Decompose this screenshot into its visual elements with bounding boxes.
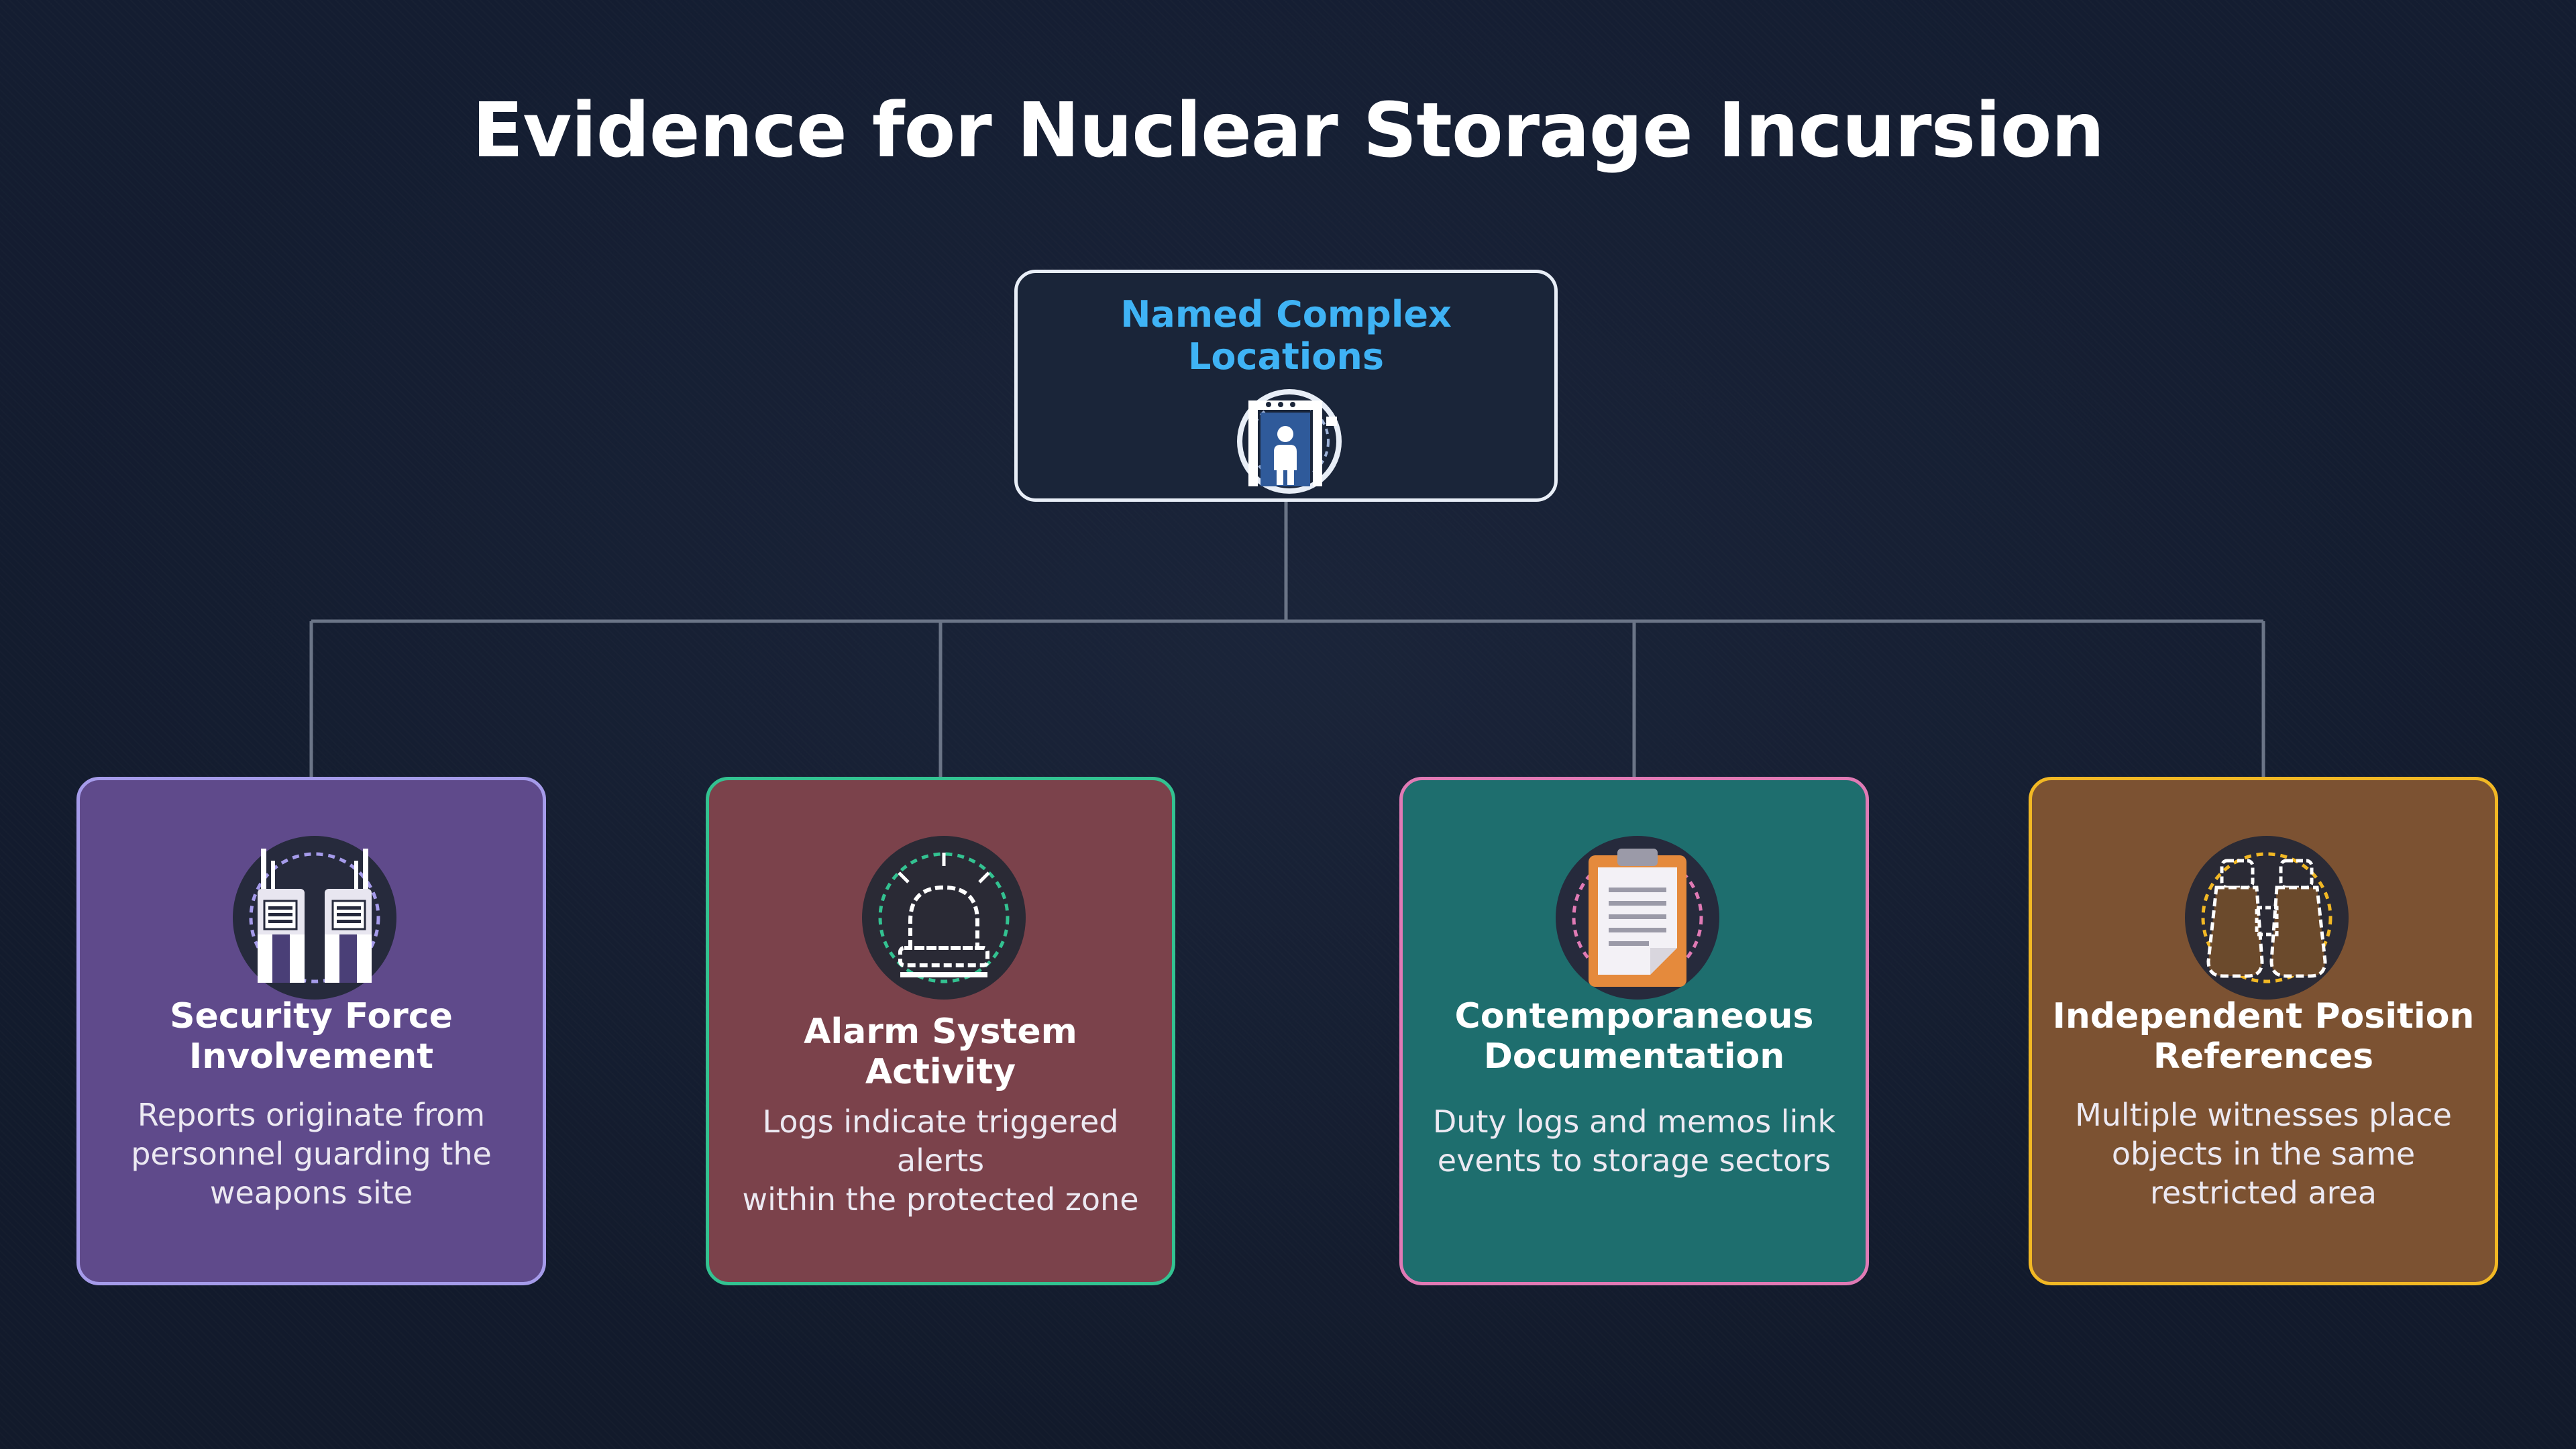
root-label: Named Complex Locations [1120,293,1452,378]
evidence-card-security-force: Security Force Involvement Reports origi… [76,777,546,1285]
binoculars-icon [2185,836,2349,1000]
card-description: Multiple witnesses place objects in the … [2075,1097,2452,1211]
card-description: Reports originate from personnel guardin… [131,1097,492,1211]
card-title: Alarm System Activity [804,1012,1077,1092]
card-title: Security Force Involvement [170,996,453,1077]
clipboard-icon [1556,836,1719,1000]
diagram-title: Evidence for Nuclear Storage Incursion [472,87,2105,174]
evidence-card-alarm-system: Alarm System Activity Logs indicate trig… [706,777,1175,1285]
evidence-card-documentation: Contemporaneous Documentation Duty logs … [1399,777,1869,1285]
card-description: Duty logs and memos link events to stora… [1432,1104,1836,1179]
evidence-card-position-references: Independent Position References Multiple… [2029,777,2498,1285]
card-title: Independent Position References [2052,996,2475,1077]
card-description: Logs indicate triggered alerts within th… [742,1104,1139,1218]
root-node: Named Complex Locations [1014,270,1558,502]
card-title: Contemporaneous Documentation [1454,996,1814,1077]
alarm-siren-icon [862,836,1026,1000]
walkie-talkie-icon [233,836,396,1000]
security-gate-icon [1237,389,1342,494]
